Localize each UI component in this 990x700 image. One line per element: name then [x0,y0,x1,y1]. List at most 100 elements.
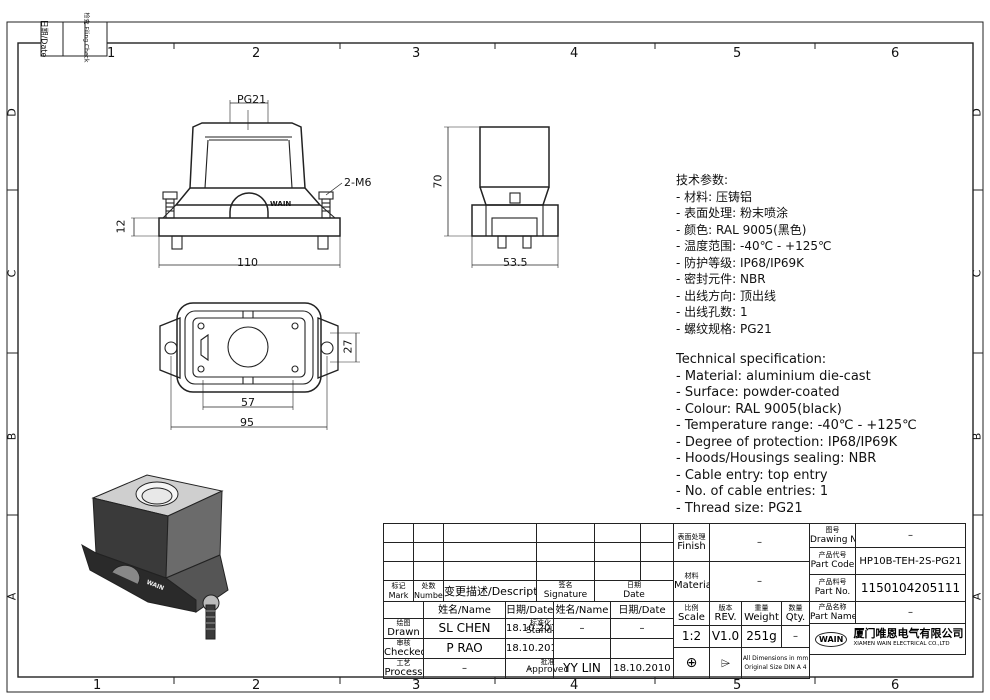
col-label-2: 2 [252,46,261,61]
row-label-a-left: A [5,592,19,601]
col-label-5-bottom: 5 [733,678,742,693]
spec-cn-line: - 温度范围: -40℃ - +125℃ [676,239,832,253]
spec-cn-line: - 螺纹规格: PG21 [676,321,772,336]
spec-cn-line: - 密封元件: NBR [676,272,766,286]
spec-en-line: - Degree of protection: IP68/IP69K [676,434,898,450]
name-header: 姓名/Name [423,601,506,619]
company-name-en: XIAMEN WAIN ELECTRICAL CO.,LTD [853,641,950,647]
row-label-d-right: D [970,108,984,117]
part-no-value: 1150104205111 [855,574,966,602]
date-col-header-2: 日期/Date [610,601,674,619]
row-label-b-left: B [5,432,19,441]
dim-27: 27 [341,339,355,354]
spec-cn-line: - 材料: 压铸铝 [676,189,753,204]
stand-name: – [553,618,611,639]
row-label-b-right: B [970,432,984,441]
dim-pg21: PG21 [237,93,267,106]
dim-53-5: 53.5 [503,256,528,269]
dim-110: 110 [237,256,258,269]
col-label-4: 4 [570,46,579,61]
date-label: 日期/Date [39,19,49,58]
dim-95: 95 [240,416,254,429]
top-view [159,302,360,430]
col-label-1: 1 [107,46,116,61]
col-label-6-bottom: 6 [891,678,900,693]
spec-en-line: - Cable entry: top entry [676,467,828,483]
finish-value: – [709,523,810,562]
rev-value: V1.0 [709,625,742,648]
drawn-name: SL CHEN [423,618,506,639]
front-view [131,100,343,268]
checked-name: P RAO [423,638,506,659]
row-label-a-right: A [970,592,984,601]
qty-value: – [781,625,810,648]
approved-date: 18.10.2010 [610,658,674,679]
company-name-cn: 厦门唯恩电气有限公司 [853,627,964,640]
spec-cn-line: - 出线孔数: 1 [676,305,748,319]
col-label-1-bottom: 1 [93,678,102,693]
spec-cn-line: - 颜色: RAL 9005(黑色) [676,222,807,237]
spec-en-line: - No. of cable entries: 1 [676,484,829,499]
material-label: 材料Material [673,561,710,602]
company-logo: WAIN [815,631,848,647]
col-label-2-bottom: 2 [252,678,261,693]
spec-cn: 技术参数: - 材料: 压铸铝 - 表面处理: 粉末喷涂 - 颜色: RAL 9… [676,172,831,337]
spec-en-title: Technical specification: [676,352,827,367]
dim-57: 57 [241,396,255,409]
weight-value: 251g [741,625,782,648]
taper-symbol: ⌲ [709,647,742,679]
row-label-d-left: D [5,108,19,117]
date-col-header: 日期/Date [505,601,554,619]
spec-en-line: - Temperature range: -40℃ - +125℃ [676,418,917,433]
spec-en-line: - Material: aluminium die-cast [676,368,871,384]
approved-name: YY LIN [553,658,611,679]
process-name: – [423,658,506,679]
description-header: 变更描述/Description [443,580,537,602]
dim-12: 12 [114,219,128,234]
spec-en-line: - Hoods/Housings sealing: NBR [676,451,877,466]
part-code-value: HP10B-TEH-2S-PG21 [855,547,966,575]
drawing-no-value: – [855,523,966,548]
spec-en-line: - Surface: powder-coated [676,385,840,400]
spec-cn-line: - 防护等级: IP68/IP69K [676,255,805,270]
spec-en: Technical specification: - Material: alu… [676,352,917,517]
col-label-6: 6 [891,46,900,61]
material-value: – [709,561,810,602]
front-brand-mark: WAIN [270,200,292,208]
spec-cn-title: 技术参数: [676,173,729,187]
spec-cn-line: - 出线方向: 顶出线 [676,288,777,303]
filing-box [40,21,108,57]
isometric-view [81,474,229,640]
scale-value: 1:2 [673,625,710,648]
checked-date: 18.10.2010 [505,638,554,659]
company-cell: WAIN 厦门唯恩电气有限公司 XIAMEN WAIN ELECTRICAL C… [809,623,966,655]
col-label-3-bottom: 3 [412,678,421,693]
name-header-2: 姓名/Name [553,601,611,619]
dim-70: 70 [431,174,445,189]
side-view [444,126,559,268]
col-label-4-bottom: 4 [570,678,579,693]
part-name-value: – [855,601,966,624]
dim-2-m6: 2-M6 [344,176,372,189]
